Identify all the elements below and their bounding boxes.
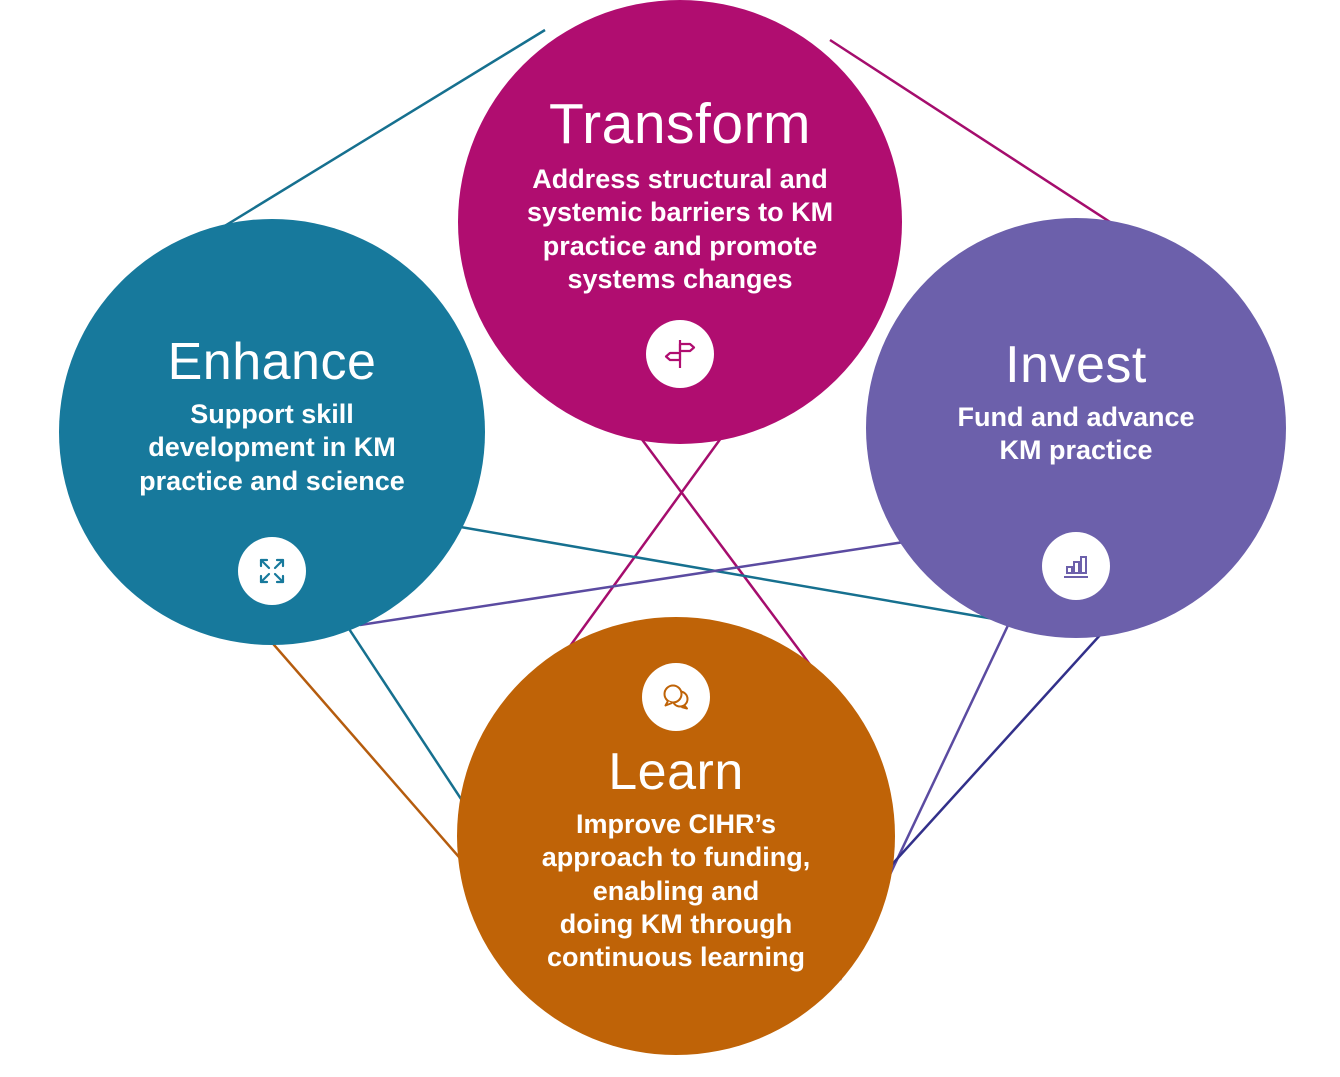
node-enhance-text: Enhance Support skill development in KM … (59, 335, 485, 498)
node-transform: Transform Address structural and systemi… (458, 0, 902, 444)
edge-enhance-invest-b (359, 533, 951, 627)
node-transform-title: Transform (548, 92, 812, 156)
node-invest-text: Invest Fund and advance KM practice (866, 338, 1286, 468)
edge-enhance-invest-a (419, 518, 1001, 622)
signpost-icon (646, 320, 714, 388)
node-invest-description: Fund and advance KM practice (957, 401, 1195, 466)
node-learn: Learn Improve CIHR’s approach to funding… (457, 617, 895, 1055)
node-enhance-title: Enhance (167, 333, 377, 391)
node-learn-title: Learn (608, 743, 744, 801)
node-enhance: Enhance Support skill development in KM … (59, 219, 485, 645)
node-invest-title: Invest (1005, 336, 1147, 394)
node-enhance-description: Support skill development in KM practice… (139, 398, 405, 496)
node-invest: Invest Fund and advance KM practice (866, 218, 1286, 638)
node-learn-description: Improve CIHR’s approach to funding, enab… (541, 808, 811, 973)
bar-chart-icon (1042, 532, 1110, 600)
node-learn-text: Learn Improve CIHR’s approach to funding… (457, 745, 895, 975)
speech-bubbles-icon (642, 663, 710, 731)
expand-arrows-icon (238, 537, 306, 605)
node-transform-description: Address structural and systemic barriers… (526, 163, 834, 295)
node-transform-text: Transform Address structural and systemi… (458, 92, 902, 297)
